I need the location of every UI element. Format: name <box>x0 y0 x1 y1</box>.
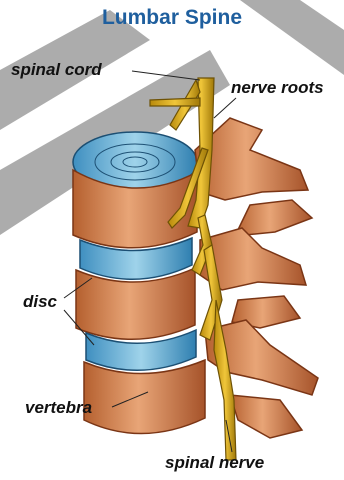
label-vertebra: vertebra <box>25 398 92 418</box>
label-disc: disc <box>23 292 57 312</box>
vertebra-body-3 <box>84 360 205 434</box>
leader-nerve-roots <box>214 98 236 118</box>
label-nerve-roots: nerve roots <box>231 78 324 98</box>
label-spinal-nerve: spinal nerve <box>165 453 264 473</box>
diagram-title: Lumbar Spine <box>0 6 344 30</box>
label-spinal-cord: spinal cord <box>11 60 102 80</box>
vertebral-column <box>73 132 205 434</box>
